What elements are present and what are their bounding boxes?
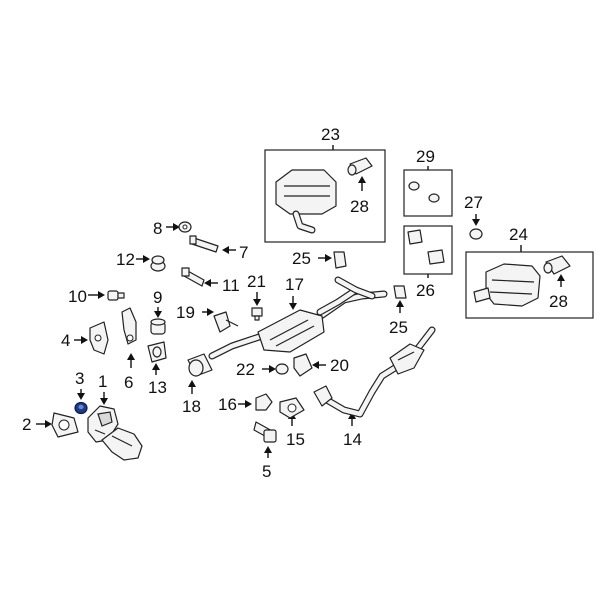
part-13-hanger bbox=[147, 341, 167, 363]
box-part-29 bbox=[403, 169, 453, 217]
part-26-clips bbox=[407, 229, 445, 265]
callout-19: 19 bbox=[176, 303, 195, 322]
part-22-gasket bbox=[275, 363, 289, 375]
callout-28-left: 28 bbox=[350, 197, 369, 216]
leader-arrows bbox=[36, 145, 565, 458]
callout-26: 26 bbox=[416, 281, 435, 300]
callout-29: 29 bbox=[416, 147, 435, 166]
callout-28-right: 28 bbox=[549, 292, 568, 311]
part-2-gasket bbox=[51, 412, 79, 438]
callout-9: 9 bbox=[153, 288, 162, 307]
callout-25-top: 25 bbox=[292, 249, 311, 268]
part-15-gasket bbox=[279, 397, 305, 419]
callout-5: 5 bbox=[262, 462, 271, 481]
part-19-clamp bbox=[213, 311, 239, 333]
callout-27: 27 bbox=[464, 193, 483, 212]
box-part-26 bbox=[403, 225, 453, 275]
callout-13: 13 bbox=[148, 378, 167, 397]
callout-24: 24 bbox=[509, 225, 528, 244]
callout-25-right: 25 bbox=[389, 318, 408, 337]
part-12-insulator bbox=[150, 255, 166, 272]
callout-2: 2 bbox=[22, 415, 31, 434]
part-14-front-pipe-converter bbox=[313, 326, 436, 418]
part-11-bolt bbox=[181, 267, 205, 287]
part-27-nut bbox=[469, 228, 483, 240]
part-10-bolt bbox=[107, 290, 125, 301]
callout-7: 7 bbox=[239, 243, 248, 262]
part-24-rear-muffler bbox=[473, 263, 541, 307]
callout-15: 15 bbox=[286, 430, 305, 449]
callout-23: 23 bbox=[321, 125, 340, 144]
part-7-stud bbox=[189, 235, 219, 253]
part-9-insulator bbox=[150, 318, 166, 335]
part-17-intermediate-pipe-resonator bbox=[208, 276, 388, 360]
part-25-hanger-top bbox=[333, 251, 347, 269]
callout-14: 14 bbox=[343, 430, 362, 449]
part-21-bolt bbox=[251, 307, 263, 321]
part-1-catalytic-converter bbox=[87, 405, 143, 461]
part-6-hanger bbox=[121, 307, 137, 345]
part-23-muffler bbox=[275, 169, 337, 234]
callout-8: 8 bbox=[153, 219, 162, 238]
callout-11: 11 bbox=[222, 276, 240, 295]
part-29-nuts bbox=[408, 181, 440, 203]
callout-21: 21 bbox=[247, 272, 266, 291]
callout-18: 18 bbox=[182, 397, 201, 416]
callout-labels: 1 2 3 4 5 6 7 8 9 10 11 12 13 14 15 16 1… bbox=[22, 125, 568, 481]
callout-20: 20 bbox=[330, 356, 349, 375]
part-8-washer bbox=[178, 221, 192, 233]
box-part-24 bbox=[465, 251, 594, 319]
part-18-connector-pipe bbox=[187, 353, 213, 377]
part-25-hanger-right bbox=[393, 285, 407, 299]
box-part-23 bbox=[264, 149, 386, 243]
callout-3: 3 bbox=[75, 369, 84, 388]
part-28-tip-right bbox=[543, 255, 571, 275]
callout-4: 4 bbox=[61, 331, 70, 350]
callout-17: 17 bbox=[285, 275, 304, 294]
callout-6: 6 bbox=[124, 373, 133, 392]
part-5-stud-bolt bbox=[253, 421, 277, 443]
part-16-flange bbox=[255, 393, 273, 411]
callout-22: 22 bbox=[236, 360, 255, 379]
callout-12: 12 bbox=[116, 250, 135, 269]
callout-1: 1 bbox=[98, 372, 107, 391]
part-20-bracket bbox=[293, 353, 313, 377]
part-3-nut bbox=[74, 401, 88, 415]
callout-10: 10 bbox=[68, 287, 87, 306]
part-28-tip-left bbox=[347, 157, 373, 176]
callout-16: 16 bbox=[218, 395, 237, 414]
part-4-bracket bbox=[89, 321, 109, 355]
